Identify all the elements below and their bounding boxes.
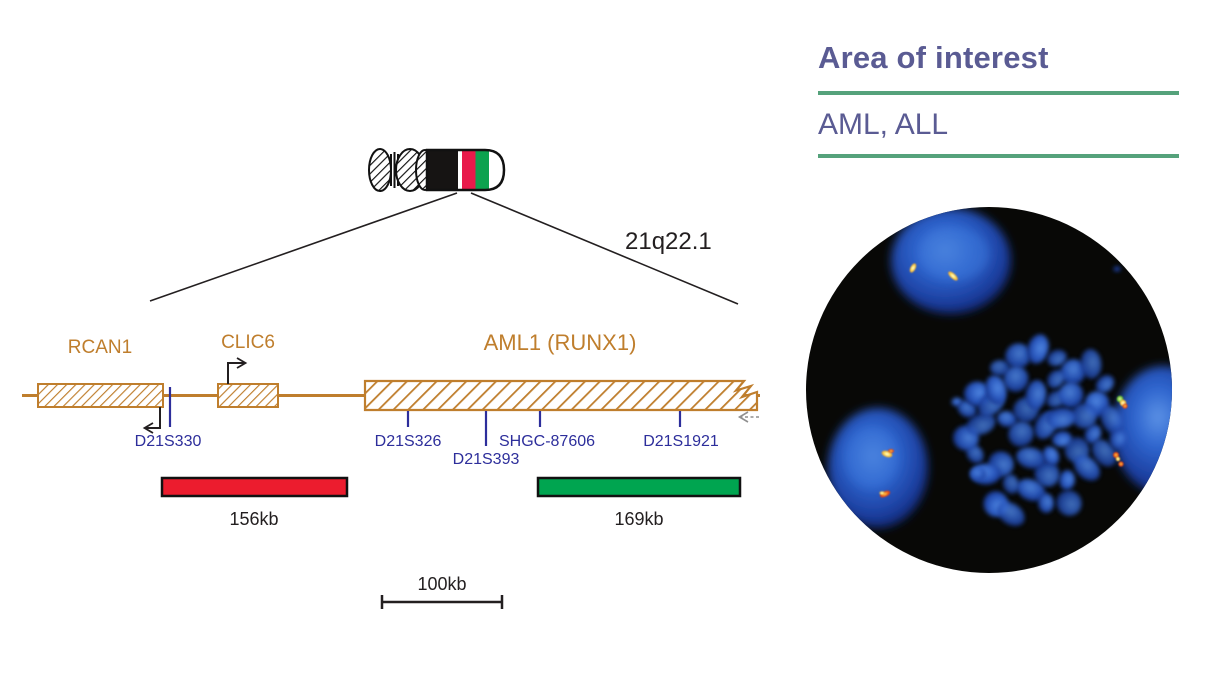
chromosome-blob: [985, 375, 1007, 405]
chromosome-blob: [1058, 382, 1084, 408]
marker-label-d21s1921: D21S1921: [643, 433, 719, 450]
chromosome-blob: [1002, 474, 1020, 494]
ideogram-p-arm-band: [368, 148, 392, 192]
chromosome-blob: [1109, 429, 1127, 449]
gene-box-rcan1: [37, 383, 164, 408]
chromosome-blob: [1046, 407, 1076, 429]
chromosome-blob: [966, 412, 996, 436]
chromosome-blob: [1003, 366, 1029, 392]
fish-signal-pair-lower-right: [1113, 452, 1124, 467]
divider-rule-bottom: [818, 154, 1179, 158]
chromosome-blob: [1042, 446, 1060, 466]
metaphase-chromosome-spread: [953, 334, 1127, 527]
callout-line-left: [149, 192, 458, 302]
fish-signals-nucleus-top-left: [909, 263, 958, 281]
ideogram-black-band: [427, 150, 458, 190]
chromosome-blob: [1027, 334, 1049, 364]
gene-box-aml1-runx1: [363, 379, 759, 412]
chromosome-fragment: [951, 397, 963, 407]
marker-label-d21s330: D21S330: [135, 433, 202, 450]
ideogram-outline: [425, 148, 506, 192]
marker-label-d21s326: D21S326: [375, 433, 442, 450]
marker-ticks: [168, 387, 682, 446]
gene-label-clic6: CLIC6: [221, 332, 275, 353]
marker-label-d21s393: D21S393: [453, 451, 520, 468]
chromosome-21-ideogram: [368, 148, 506, 192]
chromosome-blob: [1073, 455, 1101, 481]
fish-microscopy-image: [806, 207, 1172, 573]
callout-line-right: [470, 192, 739, 305]
marker-label-shgc-87606: SHGC-87606: [499, 433, 595, 450]
chromosome-blob: [1056, 490, 1082, 516]
scale-bar: [380, 595, 504, 609]
ideogram-red-band: [462, 150, 476, 190]
panel-subheading: AML, ALL: [818, 108, 949, 141]
probe-bar-green: [536, 476, 742, 498]
chromosome-blob: [1025, 380, 1047, 410]
chromosome-blob: [1008, 421, 1034, 447]
chromosome-blob: [1016, 447, 1046, 469]
interphase-nucleus-top-left: [891, 208, 1011, 314]
area-of-interest-panel: Area of interest AML, ALL: [818, 0, 1179, 180]
divider-rule-top: [818, 91, 1179, 95]
interphase-nucleus-right-partial: [1113, 366, 1172, 494]
chromosome-blob: [1005, 343, 1031, 369]
interphase-nucleus-bottom-left: [828, 408, 928, 528]
probe-bar-red: [160, 476, 349, 498]
gene-label-aml1-runx1: AML1 (RUNX1): [484, 330, 637, 355]
chromosome-blob: [1052, 430, 1072, 448]
scale-bar-label: 100kb: [417, 574, 466, 594]
chromosome-blob: [1034, 461, 1060, 487]
chromosome-blob: [1047, 349, 1067, 367]
chromosome-blob: [1058, 470, 1076, 490]
chromosome-blob: [1016, 478, 1046, 502]
chromosome-blob: [1095, 375, 1115, 393]
gene-map-figure: 21q22.1 RCAN1 CLIC6 AML1 (RUNX1) D21S330…: [22, 148, 760, 609]
probe-size-red: 156kb: [229, 509, 278, 529]
chromosome-fragment: [1113, 266, 1121, 272]
panel-heading: Area of interest: [818, 40, 1049, 75]
chromosome-blob: [1091, 439, 1117, 467]
transcription-arrow-clic6: [227, 357, 248, 384]
chromosome-blob: [1080, 349, 1102, 379]
chromosome-blob: [1047, 369, 1065, 389]
transcription-arrow-rcan1: [142, 407, 161, 434]
ideogram-green-band: [475, 150, 489, 190]
probe-size-green: 169kb: [614, 509, 663, 529]
band-label: 21q22.1: [625, 228, 712, 255]
gene-box-clic6: [217, 383, 279, 408]
chromosome-blob: [1084, 424, 1102, 444]
chromosome-blob: [1060, 359, 1086, 385]
fish-signal-fusion-right: [1116, 395, 1128, 409]
chromosome-blob: [990, 360, 1010, 376]
chromosome-blob: [997, 410, 1017, 428]
gene-label-rcan1: RCAN1: [68, 337, 132, 358]
chromosome-blob: [997, 501, 1025, 527]
chromosome-blob: [1037, 493, 1055, 513]
chromosome-blob: [1071, 403, 1097, 429]
chromosome-fragment: [970, 467, 986, 481]
chromosome-blob: [1100, 405, 1124, 435]
fish-signals-nucleus-bottom-left: [879, 449, 894, 498]
